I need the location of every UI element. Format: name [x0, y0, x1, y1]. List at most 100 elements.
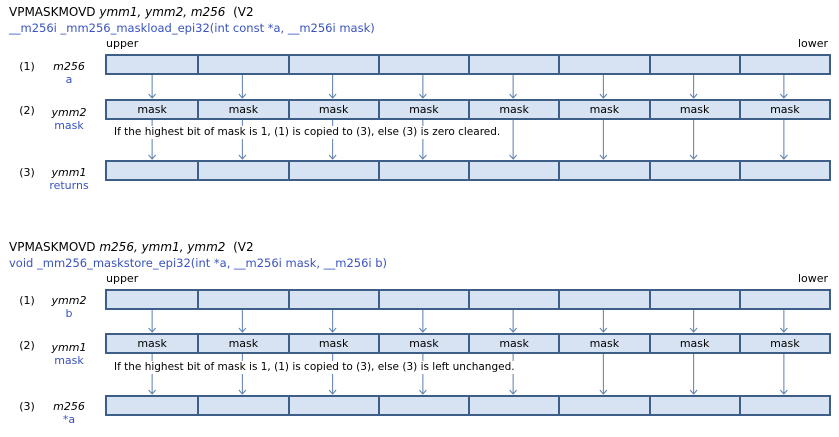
section-1-mask-note: If the highest bit of mask is 1, (1) is … [113, 126, 502, 139]
register-element-6: mask [558, 101, 648, 118]
flow-arrow-head [509, 93, 518, 99]
section-2-row-3-variable: *a [62, 413, 76, 426]
section-1-row-1-number: (1) [19, 60, 35, 73]
section-2-row-2-register: ymm1 [51, 341, 87, 354]
register-element-2 [197, 291, 287, 308]
register-element-2 [197, 56, 287, 73]
register-element-6 [558, 162, 648, 179]
section-2-row-3-label: m256 *a [44, 400, 94, 426]
section-2-prototype: void _mm256_maskstore_epi32(int *a, __m2… [9, 256, 388, 270]
section-2-row-3-register: m256 [53, 400, 85, 413]
section-2-row-1-variable: b [65, 307, 73, 320]
flow-arrow-head [599, 389, 608, 395]
register-element-8 [738, 56, 829, 73]
section-2-row-2-number: (2) [19, 339, 35, 352]
register-element-5: mask [468, 101, 558, 118]
flow-arrow-head [328, 327, 337, 333]
register-element-2: mask [197, 335, 287, 352]
flow-arrow-head [779, 154, 788, 160]
register-element-7: mask [648, 101, 739, 118]
register-element-2 [197, 397, 287, 414]
flow-arrow-head [328, 93, 337, 99]
section-2-operands: m256, ymm1, ymm2 [99, 240, 226, 254]
section-1-operands: ymm1, ymm2, m256 [99, 5, 226, 19]
section-2-row-1-register-box [105, 289, 831, 310]
section-1-lower-label: lower [798, 37, 829, 50]
flow-arrow-head [599, 93, 608, 99]
section-1-title: VPMASKMOVD ymm1, ymm2, m256 (V2 [9, 5, 254, 19]
section-2-row-3-number: (3) [19, 400, 35, 413]
section-2-mnemonic: VPMASKMOVD [9, 240, 96, 254]
flow-arrow-head [599, 154, 608, 160]
register-element-3: mask [287, 335, 378, 352]
section-2-upper-label: upper [106, 272, 139, 285]
register-element-8 [738, 397, 829, 414]
register-element-5 [468, 162, 558, 179]
flow-arrow-head [689, 154, 698, 160]
register-element-6 [558, 291, 648, 308]
flow-arrow-head [328, 154, 337, 160]
section-1-mnemonic: VPMASKMOVD [9, 5, 96, 19]
flow-arrow-head [779, 327, 788, 333]
section-1-row-2-label: ymm2 mask [44, 106, 94, 132]
register-element-3 [287, 162, 378, 179]
section-1-row-1-register: m256 [53, 60, 85, 73]
register-element-5: mask [468, 335, 558, 352]
flow-arrow-head [418, 154, 427, 160]
register-element-7 [648, 397, 739, 414]
register-element-6 [558, 56, 648, 73]
flow-arrow-head [418, 327, 427, 333]
register-element-3 [287, 397, 378, 414]
flow-arrow-head [418, 389, 427, 395]
register-element-5 [468, 397, 558, 414]
section-1-row-3-label: ymm1 returns [44, 166, 94, 192]
register-element-7 [648, 291, 739, 308]
flow-arrow-head [509, 389, 518, 395]
flow-arrow-head [779, 389, 788, 395]
register-element-2: mask [197, 101, 287, 118]
section-2-mask-note: If the highest bit of mask is 1, (1) is … [113, 361, 516, 374]
register-element-4: mask [377, 335, 468, 352]
flow-arrow-head [148, 389, 157, 395]
register-element-8: mask [738, 335, 829, 352]
register-element-8: mask [738, 101, 829, 118]
flow-arrow-head [238, 93, 247, 99]
section-2-row-2-variable: mask [54, 354, 84, 367]
register-element-4 [377, 162, 468, 179]
flow-arrow-head [509, 154, 518, 160]
flow-arrow-head [779, 93, 788, 99]
flow-arrow-head [689, 327, 698, 333]
flow-arrow-head [418, 93, 427, 99]
register-element-8 [738, 291, 829, 308]
register-element-6: mask [558, 335, 648, 352]
flow-arrow-head [328, 389, 337, 395]
register-element-8 [738, 162, 829, 179]
register-element-3: mask [287, 101, 378, 118]
flow-arrow-head [148, 327, 157, 333]
register-element-5 [468, 291, 558, 308]
register-element-7: mask [648, 335, 739, 352]
flow-arrow-head [238, 327, 247, 333]
section-2-row-2-label: ymm1 mask [44, 341, 94, 367]
section-1-row-3-register-box [105, 160, 831, 181]
flow-arrow-head [509, 327, 518, 333]
flow-arrow-head [238, 389, 247, 395]
section-1-extension: (V2 [233, 5, 254, 19]
section-1-row-1-register-box [105, 54, 831, 75]
flow-arrow-head [148, 154, 157, 160]
register-element-2 [197, 162, 287, 179]
flow-arrow-head [689, 389, 698, 395]
register-element-1: mask [137, 337, 167, 350]
flow-arrow-head [238, 154, 247, 160]
section-1-row-3-number: (3) [19, 166, 35, 179]
section-1-row-2-number: (2) [19, 104, 35, 117]
section-1-row-3-register: ymm1 [51, 166, 87, 179]
register-element-4 [377, 291, 468, 308]
section-2-lower-label: lower [798, 272, 829, 285]
section-1-upper-label: upper [106, 37, 139, 50]
register-element-4: mask [377, 101, 468, 118]
section-2-extension: (V2 [233, 240, 254, 254]
